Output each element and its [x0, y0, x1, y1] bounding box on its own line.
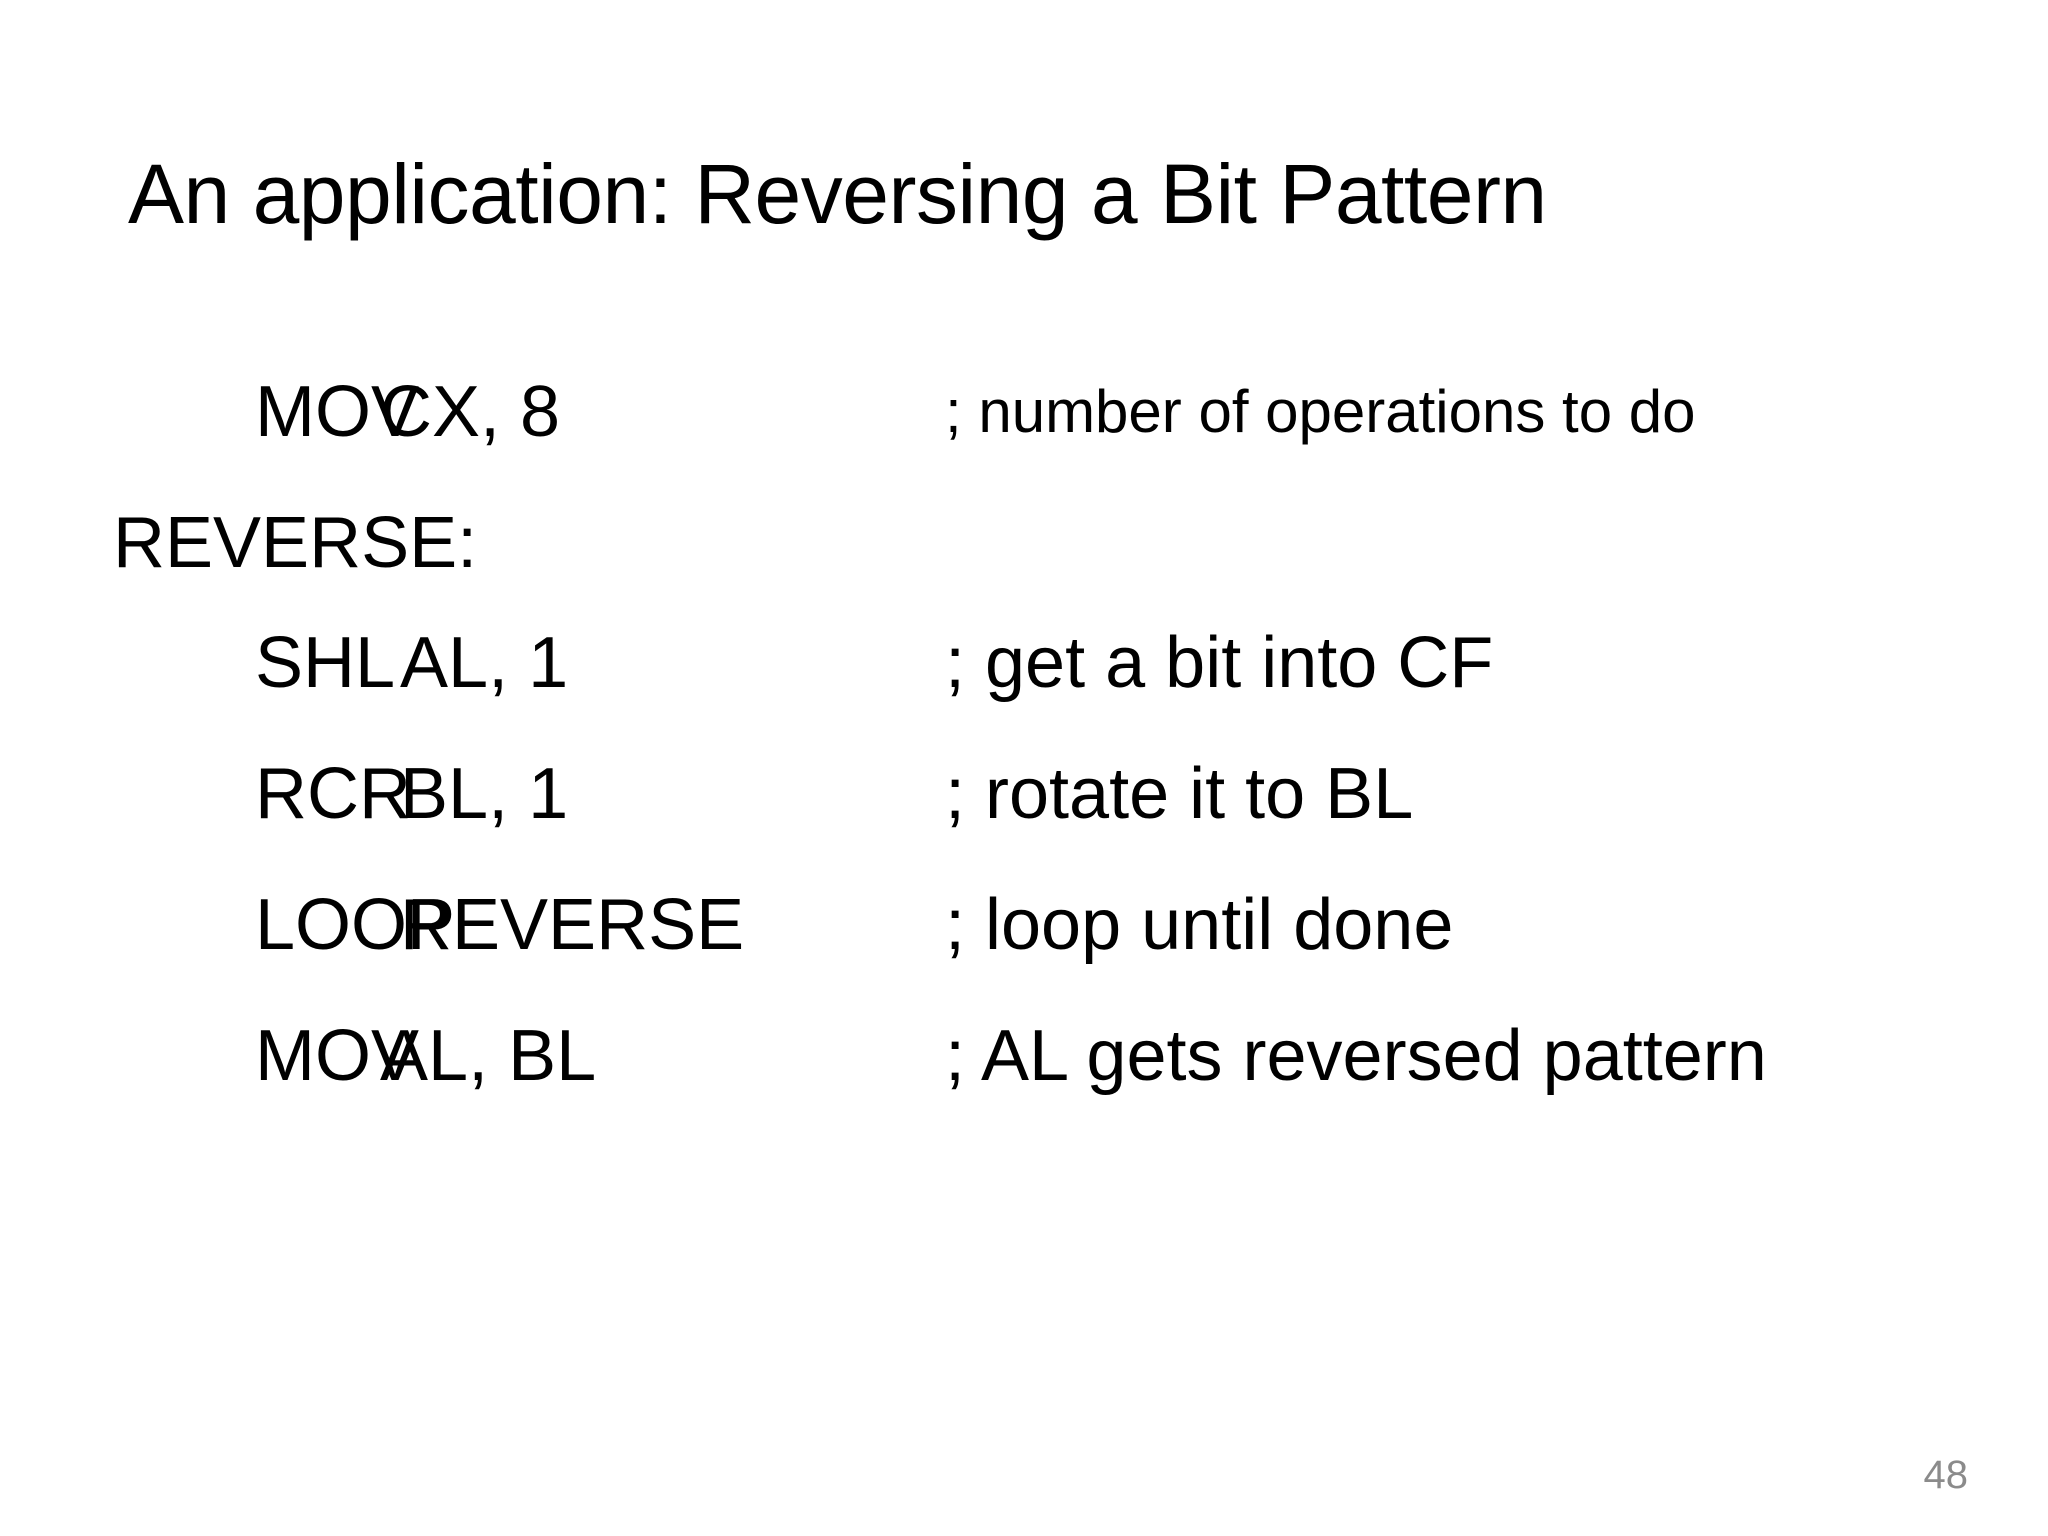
code-operands: AL, 1	[400, 623, 569, 703]
code-operands: CX, 8	[380, 372, 561, 452]
code-mnemonic: MOV	[255, 372, 420, 452]
code-mnemonic: MOV	[255, 1016, 420, 1096]
code-operands: REVERSE	[400, 885, 745, 965]
code-label: REVERSE:	[113, 503, 478, 583]
code-operands: BL, 1	[400, 754, 569, 834]
code-line: RCR BL, 1 ; rotate it to BL	[0, 758, 2048, 889]
code-comment: ; loop until done	[945, 885, 1454, 965]
code-comment: ; number of operations to do	[945, 378, 1696, 445]
code-line: LOOP REVERSE ; loop until done	[0, 889, 2048, 1020]
page-title: An application: Reversing a Bit Pattern	[128, 147, 1547, 242]
code-comment: ; AL gets reversed pattern	[945, 1016, 1767, 1096]
code-line: REVERSE:	[0, 507, 2048, 627]
code-comment: ; get a bit into CF	[945, 623, 1494, 703]
code-mnemonic: RCR	[255, 754, 411, 834]
code-line: MOV CX, 8 ; number of operations to do	[0, 376, 2048, 507]
code-comment: ; rotate it to BL	[945, 754, 1414, 834]
code-line: MOV AL, BL ; AL gets reversed pattern	[0, 1020, 2048, 1151]
code-operands: AL, BL	[380, 1016, 597, 1096]
code-mnemonic: SHL	[255, 623, 396, 703]
code-mnemonic: LOOP	[255, 885, 456, 965]
code-listing: MOV CX, 8 ; number of operations to do R…	[0, 376, 2048, 1151]
page-number: 48	[1923, 1453, 1969, 1497]
code-line: SHL AL, 1 ; get a bit into CF	[0, 627, 2048, 758]
